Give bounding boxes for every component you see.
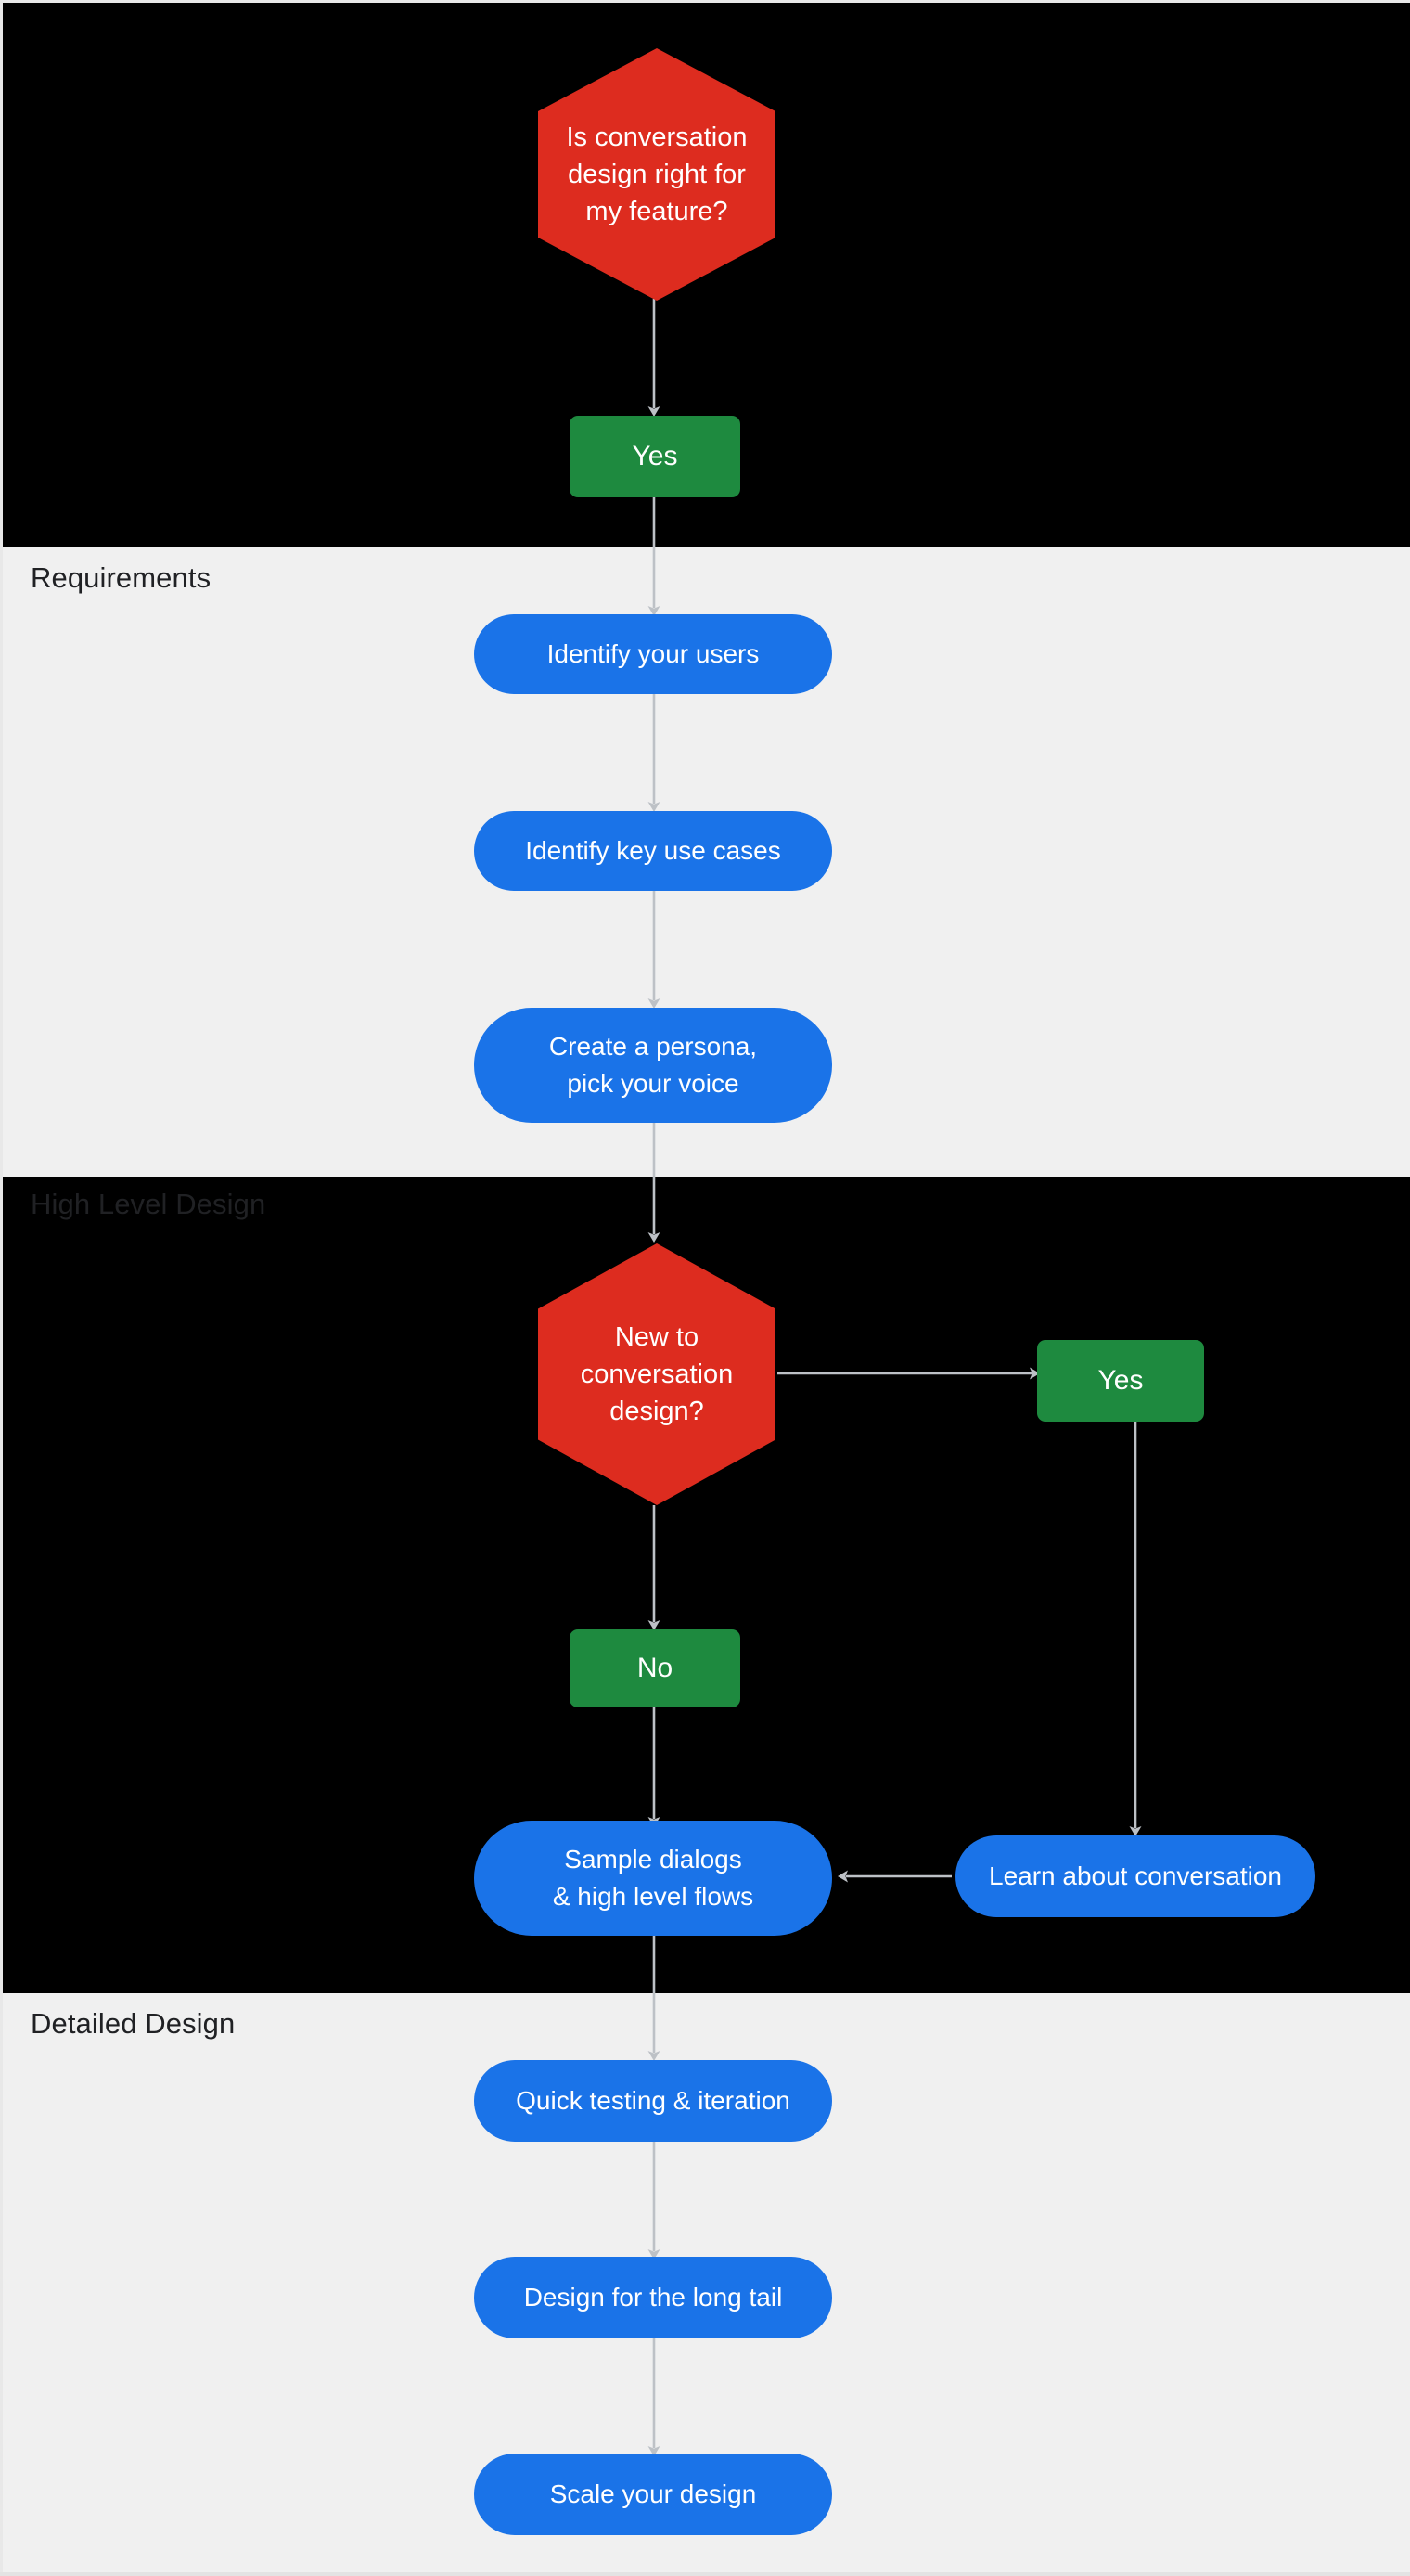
step-node-sample-dialogs-high-level-flows[interactable]: Sample dialogs& high level flows bbox=[474, 1821, 832, 1936]
page-edge-left bbox=[0, 0, 3, 2576]
step-node-quick-testing-iteration[interactable]: Quick testing & iteration bbox=[474, 2060, 832, 2142]
step-node-identify-your-users[interactable]: Identify your users bbox=[474, 614, 832, 694]
step-node-label: Design for the long tail bbox=[523, 2283, 783, 2312]
answer-node-label: No bbox=[636, 1653, 673, 1683]
step-node-label: Scale your design bbox=[549, 2479, 757, 2509]
section-label-high-level-design: High Level Design bbox=[31, 1188, 266, 1220]
answer-node-yes-1[interactable]: Yes bbox=[570, 416, 740, 497]
answer-node-label: Yes bbox=[1097, 1365, 1144, 1396]
step-node-label: Identify key use cases bbox=[525, 836, 781, 866]
step-node-create-persona-pick-voice[interactable]: Create a persona,pick your voice bbox=[474, 1008, 832, 1123]
step-node-design-for-long-tail[interactable]: Design for the long tail bbox=[474, 2257, 832, 2338]
step-node-learn-about-conversation[interactable]: Learn about conversation bbox=[955, 1835, 1315, 1917]
step-node-identify-key-use-cases[interactable]: Identify key use cases bbox=[474, 811, 832, 891]
answer-node-label: Yes bbox=[632, 441, 678, 471]
step-node-label: Sample dialogs& high level flows bbox=[552, 1845, 754, 1911]
answer-node-no[interactable]: No bbox=[570, 1629, 740, 1707]
page-edge-top bbox=[0, 0, 1410, 3]
page-edge-bottom bbox=[0, 2572, 1410, 2576]
step-node-label: Identify your users bbox=[546, 639, 760, 669]
step-node-label: Learn about conversation bbox=[989, 1861, 1282, 1891]
answer-node-yes-2[interactable]: Yes bbox=[1037, 1340, 1204, 1422]
step-node-scale-your-design[interactable]: Scale your design bbox=[474, 2454, 832, 2535]
section-label-detailed-design: Detailed Design bbox=[31, 2007, 236, 2040]
step-node-label: Quick testing & iteration bbox=[516, 2086, 790, 2116]
section-label-requirements: Requirements bbox=[31, 561, 212, 594]
step-node-label: Create a persona,pick your voice bbox=[548, 1032, 758, 1098]
